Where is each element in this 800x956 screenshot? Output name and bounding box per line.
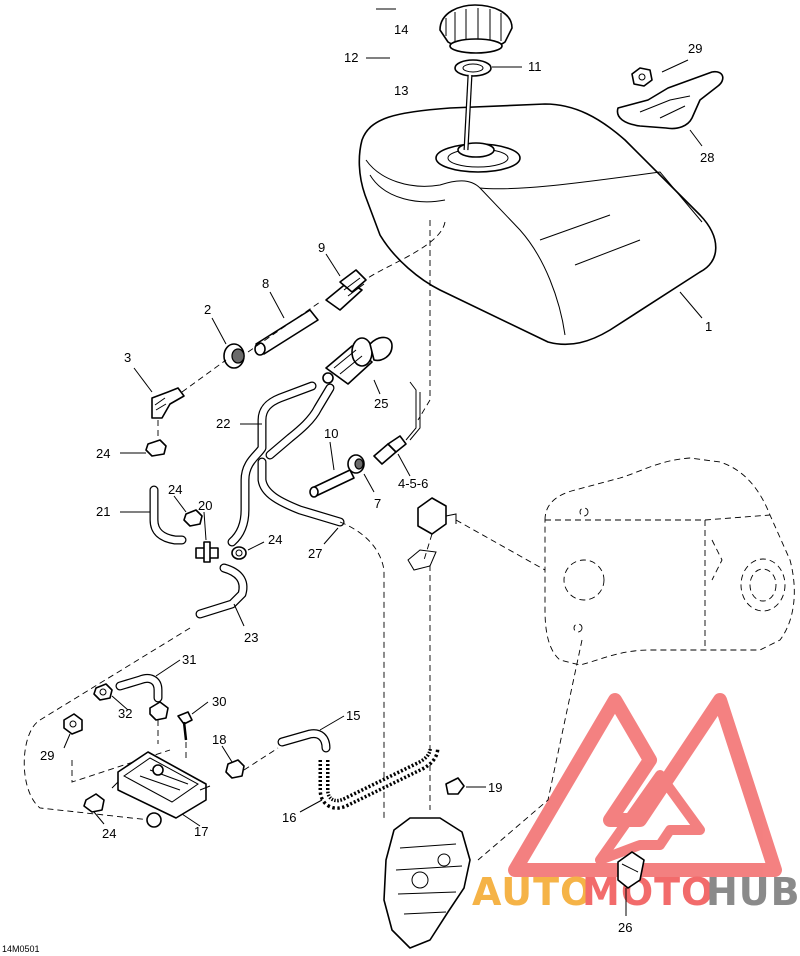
label-19: 19 — [488, 780, 502, 795]
label-29-bottom: 29 — [40, 748, 54, 763]
outlet-fitting-456 — [373, 381, 421, 465]
label-7: 7 — [374, 496, 381, 511]
fuel-gauge-rod — [463, 74, 473, 151]
label-23: 23 — [244, 630, 258, 645]
label-24-b: 24 — [168, 482, 182, 497]
label-25: 25 — [374, 396, 388, 411]
fuel-cap — [439, 4, 513, 54]
cap-gasket — [454, 59, 492, 77]
clamp-19 — [445, 777, 465, 795]
tank-to-outlet-dashline — [417, 220, 431, 421]
svg-text:AUTO: AUTO — [472, 870, 593, 914]
clamp-32b — [149, 701, 169, 744]
pump-route-dashline — [23, 627, 191, 821]
label-11: 11 — [528, 59, 542, 74]
hose-15 — [277, 729, 331, 753]
nut-29-bottom — [63, 713, 83, 735]
label-21: 21 — [96, 504, 110, 519]
carburetor — [383, 817, 471, 949]
label-24-d: 24 — [102, 826, 116, 841]
clamp-24-d — [83, 793, 105, 813]
fuel-valve — [325, 269, 367, 311]
label-24-a: 24 — [96, 446, 110, 461]
pipe-8 — [254, 309, 319, 356]
label-26: 26 — [618, 920, 632, 935]
fuel-tank — [358, 103, 717, 346]
clamp-32 — [93, 683, 113, 701]
clamp-18 — [225, 747, 279, 779]
hose-31 — [115, 673, 163, 703]
label-24-c: 24 — [268, 532, 282, 547]
label-10: 10 — [324, 426, 338, 441]
label-13: 13 — [394, 83, 408, 98]
label-32: 32 — [118, 706, 132, 721]
label-22: 22 — [216, 416, 230, 431]
hose-23 — [195, 563, 248, 619]
hose27-dashline — [339, 521, 385, 820]
nut-29-top — [631, 67, 653, 87]
fuel-filter-25 — [322, 336, 393, 385]
label-16: 16 — [282, 810, 296, 825]
label-4-5-6: 4-5-6 — [398, 476, 428, 491]
hose-21 — [149, 485, 187, 545]
hose-27 — [257, 383, 345, 527]
clamp-26 — [617, 851, 645, 889]
ring-7 — [347, 454, 365, 474]
label-9: 9 — [318, 240, 325, 255]
engine-dashline — [477, 639, 583, 861]
label-1: 1 — [705, 319, 712, 334]
label-31: 31 — [182, 652, 196, 667]
pipe-10 — [309, 469, 355, 498]
engine-outline — [544, 457, 795, 666]
label-15: 15 — [346, 708, 360, 723]
label-20: 20 — [198, 498, 212, 513]
label-3: 3 — [124, 350, 131, 365]
carb-inlet — [407, 497, 546, 571]
label-8: 8 — [262, 276, 269, 291]
spring-16 — [318, 747, 440, 810]
label-29-top: 29 — [688, 41, 702, 56]
label-2: 2 — [204, 302, 211, 317]
part-labels: 14 12 11 13 29 28 1 9 8 2 3 24 24 21 20 … — [2, 22, 714, 954]
watermark-logo — [508, 693, 782, 877]
leader-lines — [63, 8, 703, 916]
label-30: 30 — [212, 694, 226, 709]
svg-text:HUB: HUB — [706, 870, 800, 914]
label-12: 12 — [344, 50, 358, 65]
label-18: 18 — [212, 732, 226, 747]
label-27: 27 — [308, 546, 322, 561]
t-fitting-20 — [195, 541, 219, 563]
svg-text:MOTO: MOTO — [582, 870, 714, 914]
hose-22 — [227, 381, 317, 547]
elbow-fitting-3 — [151, 359, 227, 419]
diagram-code: 14M0501 — [2, 944, 40, 954]
tank-bracket — [616, 70, 724, 130]
label-28: 28 — [700, 150, 714, 165]
label-14: 14 — [394, 22, 408, 37]
fuel-pump-17 — [111, 751, 211, 828]
label-17: 17 — [194, 824, 208, 839]
watermark-text: AUTO MOTO HUB — [472, 870, 800, 914]
clamp-24-b — [183, 509, 203, 527]
screw-30 — [177, 711, 193, 760]
grommet-2 — [223, 301, 321, 369]
clamp-24-c — [231, 546, 247, 560]
clamp-24-a — [145, 439, 167, 457]
